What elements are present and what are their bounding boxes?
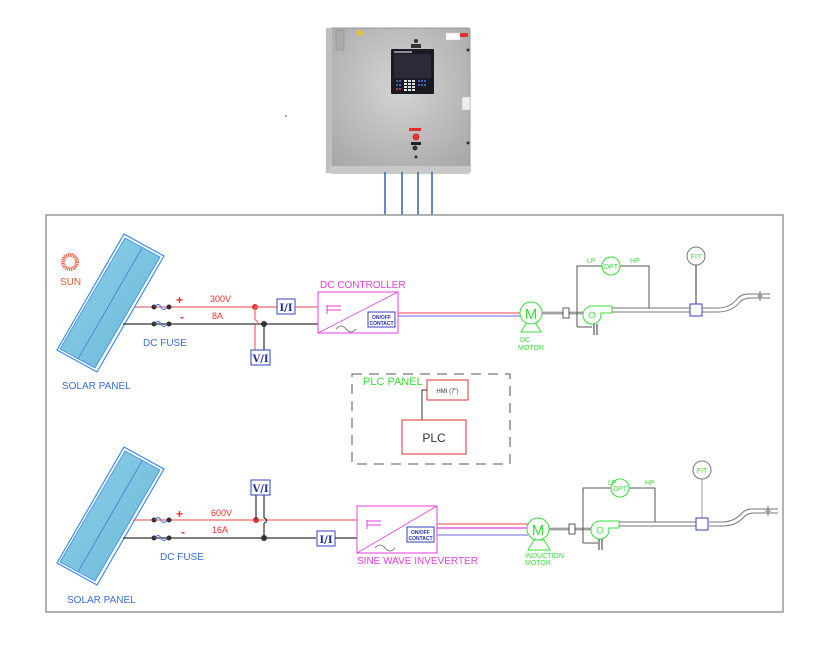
dc-fuse-negative	[151, 535, 172, 541]
dc-controller-label: DC CONTROLLER	[320, 280, 406, 291]
fit-instrument: FIT	[692, 460, 712, 531]
plus-sign: +	[176, 293, 183, 307]
discharge-pipe	[619, 506, 778, 527]
current-sensor: I/I	[276, 298, 296, 315]
svg-text:I/I: I/I	[319, 535, 332, 546]
svg-text:DPT: DPT	[613, 486, 628, 493]
hmi-box: HMI (7")	[426, 379, 469, 401]
stray-dot	[285, 115, 287, 117]
plc-panel: PLC PANEL HMI (7") PLC	[351, 373, 511, 465]
svg-text:PLC: PLC	[422, 431, 446, 445]
induction-motor-label-2: MOTOR	[525, 560, 551, 567]
lp-label: LP	[587, 258, 596, 265]
voltage-label: 300V	[210, 294, 231, 304]
lp-label: LP	[608, 480, 617, 487]
panel-cables	[384, 172, 433, 215]
fit-instrument: FIT	[686, 246, 706, 317]
on-off-contact	[406, 526, 435, 543]
svg-text:V/I: V/I	[251, 484, 268, 495]
solar-panel-label: SOLAR PANEL	[62, 381, 131, 392]
sun-icon	[61, 253, 79, 271]
voltage-sensor: V/I	[250, 479, 271, 496]
plus-sign: +	[176, 507, 183, 521]
svg-text:ON/OFF: ON/OFF	[411, 530, 430, 536]
pump-icon	[582, 305, 613, 335]
minus-sign: -	[180, 310, 184, 324]
dc-fuse-negative	[151, 321, 172, 327]
svg-text:FIT: FIT	[697, 468, 708, 475]
minus-sign: -	[181, 525, 185, 539]
voltage-sensor: V/I	[250, 349, 271, 366]
sine-wave-inverter: ON/OFF CONTACT	[356, 505, 438, 554]
current-label: 16A	[212, 525, 228, 535]
dc-fuse-positive	[151, 517, 172, 523]
dpt-instrument: DPT	[601, 256, 621, 276]
induction-motor-label-1: INDUCTION	[525, 553, 564, 560]
svg-text:M: M	[532, 522, 545, 539]
svg-text:CONTACT: CONTACT	[408, 536, 432, 542]
dc-fuse-label: DC FUSE	[143, 338, 187, 349]
flow-meter	[689, 303, 703, 317]
svg-text:FIT: FIT	[691, 254, 702, 261]
dc-fuse-label: DC FUSE	[160, 552, 204, 563]
on-off-contact	[367, 311, 396, 328]
control-cabinet	[326, 27, 471, 174]
system-border	[45, 214, 784, 613]
dc-symbol-icon	[326, 305, 341, 314]
bottom-system: SOLAR PANEL + - DC FUSE 600V 16A V/I	[56, 446, 778, 606]
ac-symbol-icon	[374, 544, 396, 552]
hp-label: HP	[630, 258, 640, 265]
discharge-pipe	[612, 291, 770, 313]
svg-text:DPT: DPT	[604, 264, 619, 271]
svg-text:CONTACT: CONTACT	[369, 321, 393, 327]
svg-text:M: M	[525, 306, 538, 323]
plc-box: PLC	[401, 419, 467, 455]
svg-text:ON/OFF: ON/OFF	[372, 315, 391, 321]
current-label: 8A	[212, 311, 223, 321]
dpt-instrument: DPT	[610, 478, 630, 498]
dc-motor-label-1: DC	[520, 337, 530, 344]
voltage-label: 600V	[211, 508, 232, 518]
solar-panel-icon	[56, 446, 165, 586]
current-sensor: I/I	[316, 530, 336, 547]
top-system: SUN SOLAR PANEL + - DC FUSE 300V 8A	[56, 233, 770, 392]
plc-panel-title: PLC PANEL	[363, 376, 423, 388]
hmi-screen	[391, 49, 434, 94]
dc-motor-label-2: MOTOR	[518, 345, 544, 352]
induction-motor: M	[526, 517, 551, 551]
dpt-loop	[576, 265, 650, 328]
inverter-label: SINE WAVE INVEVERTER	[357, 556, 478, 567]
coupling-icon	[568, 523, 576, 535]
svg-text:HMI (7"): HMI (7")	[436, 389, 458, 395]
dc-symbol-icon	[366, 520, 381, 529]
svg-text:V/I: V/I	[251, 354, 268, 365]
pump-icon	[590, 520, 620, 550]
ac-symbol-icon	[335, 325, 357, 333]
dc-controller: ON/OFF CONTACT	[317, 291, 399, 334]
dc-fuse-positive	[151, 304, 172, 310]
hp-label: HP	[645, 480, 655, 487]
sun-label: SUN	[60, 277, 81, 288]
coupling-icon	[562, 307, 570, 319]
solar-panel-label: SOLAR PANEL	[67, 595, 136, 606]
svg-text:I/I: I/I	[279, 303, 292, 314]
emergency-stop-button	[409, 128, 421, 159]
dc-motor: M	[519, 301, 543, 333]
flow-meter	[695, 517, 709, 531]
solar-panel-icon	[56, 233, 165, 373]
dpt-loop	[582, 487, 656, 544]
